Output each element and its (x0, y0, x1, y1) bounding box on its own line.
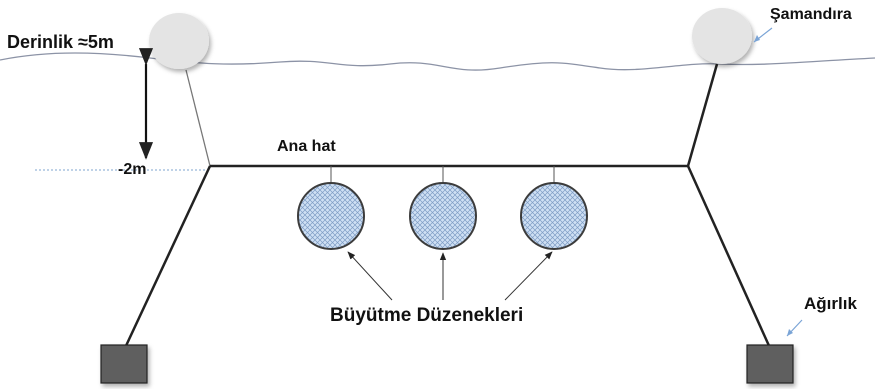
growth-device-1 (297, 182, 365, 250)
growth-device-3 (520, 182, 588, 250)
right-buoy (692, 8, 752, 64)
left-weight (100, 344, 148, 384)
right-anchor-line (686, 165, 772, 349)
buoy-callout-arrowhead (754, 35, 760, 42)
main-line-label: Ana hat (277, 138, 336, 155)
water-surface-line (0, 52, 875, 71)
growth-devices-label: Büyütme Düzenekleri (330, 305, 524, 326)
left-buoy (149, 13, 209, 69)
depth-label: Derinlik ≈5m (7, 32, 114, 52)
pointer-arrow-1 (347, 251, 393, 301)
weight-callout-arrowhead (787, 329, 793, 336)
weight-label: Ağırlık (804, 294, 857, 313)
pointer-arrow-3 (504, 251, 553, 301)
buoy-label: Şamandıra (770, 6, 852, 23)
left-anchor-line (123, 165, 212, 349)
right-weight (746, 344, 794, 384)
right-buoy-rope (686, 63, 719, 167)
depth-marker-label: -2m (118, 161, 147, 178)
growth-device-2 (409, 182, 477, 250)
left-buoy-rope (185, 69, 211, 167)
